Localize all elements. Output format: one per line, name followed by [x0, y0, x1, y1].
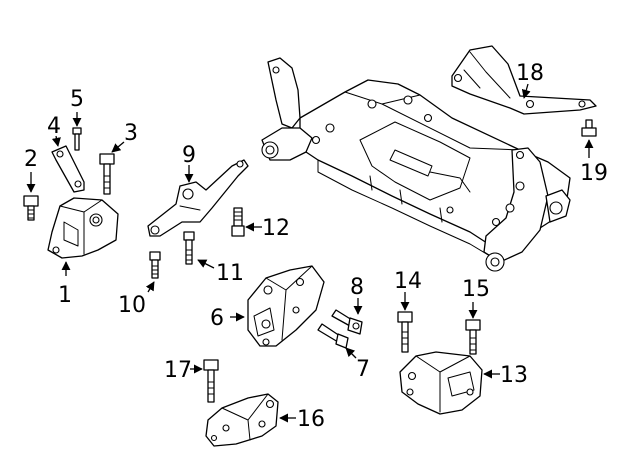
callout-1: 1 [58, 261, 72, 308]
bolt-17 [203, 359, 219, 403]
bolt-7 [317, 323, 349, 349]
callout-18: 18 [516, 61, 544, 99]
callout-4: 4 [47, 114, 61, 147]
transmission-mount-13 [399, 351, 483, 415]
callout-label: 17 [164, 358, 192, 383]
callout-3: 3 [111, 121, 138, 153]
callout-9: 9 [182, 143, 196, 183]
callout-10: 10 [118, 281, 155, 318]
callout-label: 12 [262, 216, 290, 241]
callout-15: 15 [462, 277, 490, 319]
callout-label: 2 [24, 147, 38, 172]
bolt-5 [72, 127, 82, 151]
callout-label: 18 [516, 61, 544, 86]
callout-label: 8 [350, 275, 364, 300]
callout-label: 9 [182, 143, 196, 168]
subframe-crossmember [261, 57, 571, 272]
bracket-4 [51, 145, 85, 193]
support-bracket-18 [451, 45, 597, 115]
callout-7: 7 [345, 347, 370, 382]
callout-label: 1 [58, 283, 72, 308]
callout-label: 13 [500, 363, 528, 388]
callout-label: 10 [118, 293, 146, 318]
mount-bracket-16 [205, 393, 279, 447]
callout-label: 3 [124, 121, 138, 146]
callout-6: 6 [210, 306, 245, 331]
callout-label: 4 [47, 114, 61, 139]
callout-label: 15 [462, 277, 490, 302]
bolt-8 [331, 309, 363, 335]
callout-19: 19 [580, 139, 608, 186]
callout-14: 14 [394, 269, 422, 311]
transmission-bracket-6 [247, 265, 325, 347]
callout-8: 8 [350, 275, 364, 315]
callout-label: 5 [70, 87, 84, 112]
bolt-2 [23, 195, 39, 221]
bolt-10 [149, 251, 161, 279]
torque-rod-9 [147, 159, 249, 237]
bolt-19 [581, 119, 597, 137]
callout-label: 19 [580, 161, 608, 186]
callout-label: 6 [210, 306, 224, 331]
callout-13: 13 [483, 363, 528, 388]
callout-2: 2 [24, 147, 38, 193]
callout-16: 16 [279, 407, 325, 432]
callout-17: 17 [164, 358, 203, 383]
callout-11: 11 [197, 259, 244, 286]
callout-label: 11 [216, 261, 244, 286]
bolt-14 [397, 311, 413, 353]
bolt-15 [465, 319, 481, 355]
bolt-3 [99, 153, 115, 195]
callout-label: 14 [394, 269, 422, 294]
bolt-12 [231, 207, 245, 237]
callout-12: 12 [245, 216, 290, 241]
callout-label: 7 [356, 357, 370, 382]
callout-5: 5 [70, 87, 84, 127]
callout-label: 16 [297, 407, 325, 432]
bolt-11 [183, 231, 195, 265]
engine-mount-1 [47, 197, 119, 259]
